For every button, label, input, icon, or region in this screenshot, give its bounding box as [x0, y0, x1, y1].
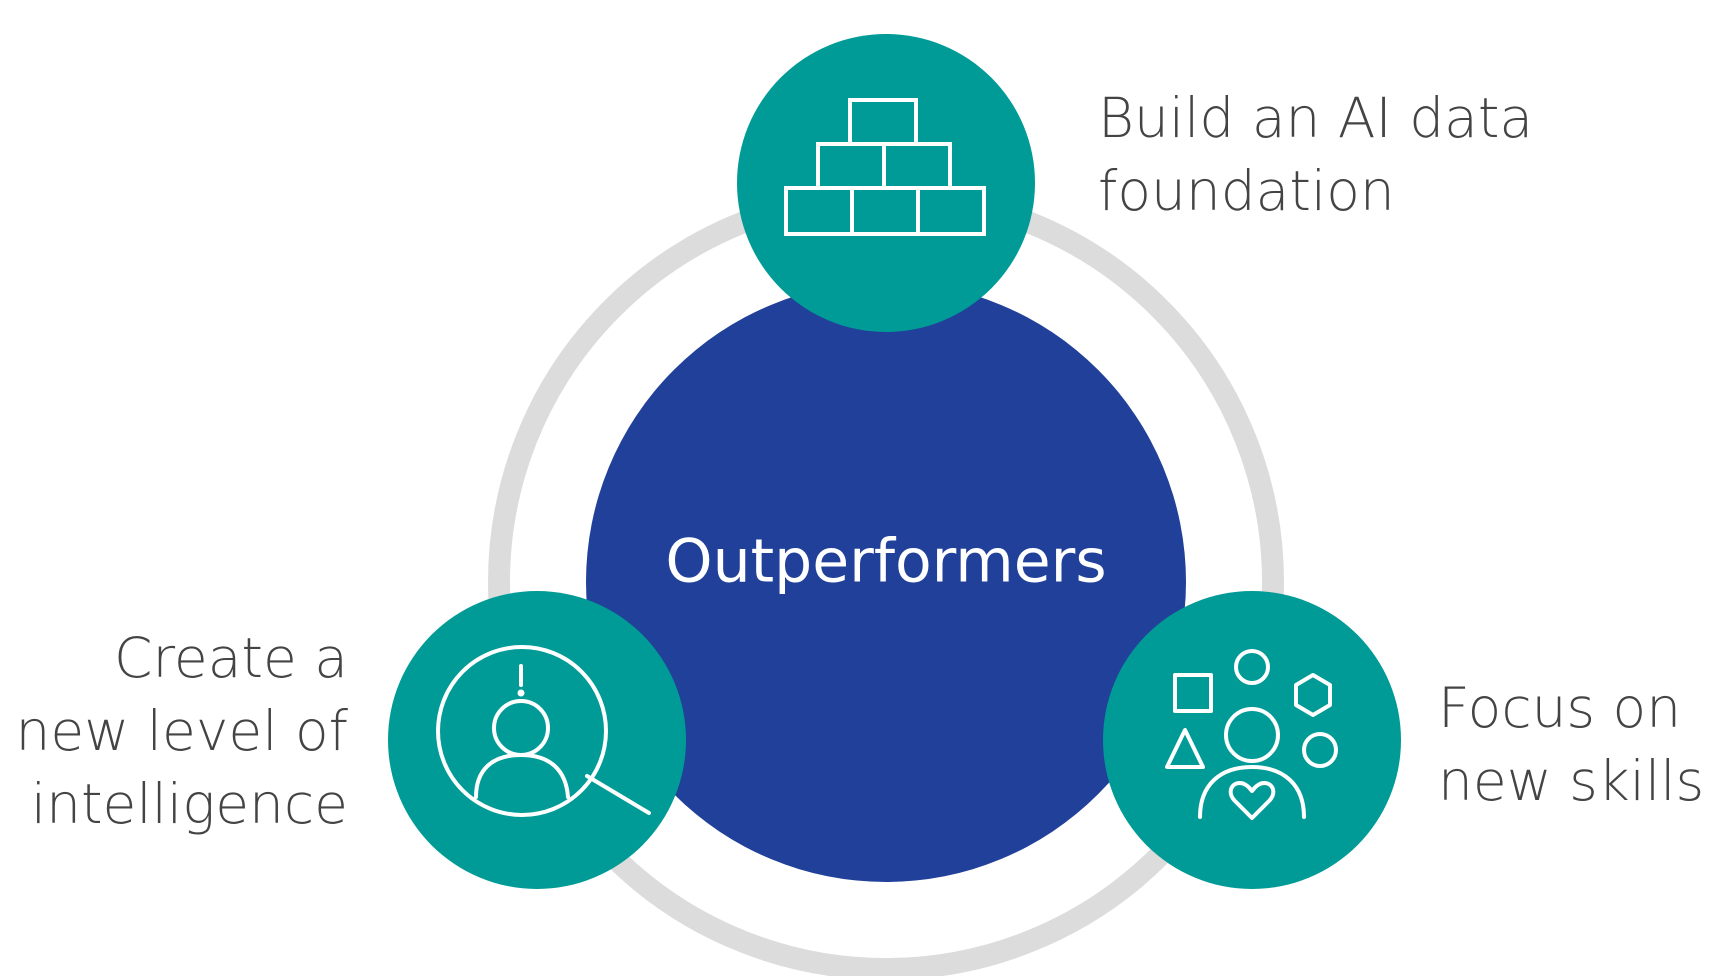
node-left-label: Create a new level of intelligence — [16, 622, 348, 841]
node-left-circle — [388, 591, 686, 889]
node-top-label-line: foundation — [1098, 159, 1395, 223]
center-label: Outperformers — [665, 527, 1106, 597]
building-blocks-icon — [784, 98, 986, 236]
node-top-label-line: Build an AI data — [1098, 86, 1534, 150]
center-circle — [586, 282, 1186, 882]
node-right-label-line: Focus on — [1438, 676, 1682, 740]
node-right-label-line: new skills — [1438, 749, 1705, 813]
node-left — [388, 591, 686, 889]
node-left-label-line: new level of — [15, 699, 348, 763]
node-right-label: Focus on new skills — [1438, 672, 1704, 818]
node-right-circle — [1103, 591, 1401, 889]
node-top — [737, 34, 1035, 332]
node-right — [1103, 591, 1401, 889]
person-magnifier-icon — [436, 645, 651, 817]
node-left-label-line: intelligence — [30, 772, 348, 836]
person-skills-icon — [1165, 649, 1338, 820]
node-top-label: Build an AI data foundation — [1098, 82, 1533, 228]
node-left-label-line: Create a — [114, 626, 348, 690]
